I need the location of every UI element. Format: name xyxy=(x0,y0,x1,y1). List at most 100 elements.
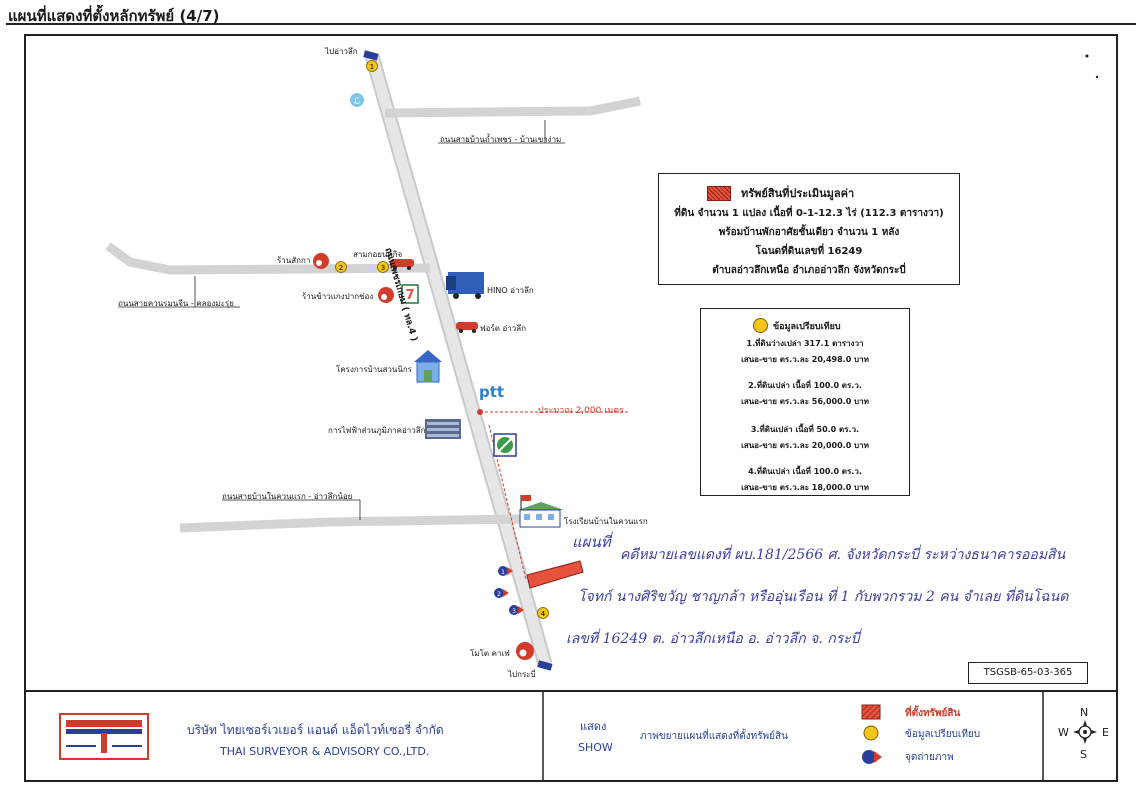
label-pea: การไฟฟ้าส่วนภูมิภาคอ่าวลึก xyxy=(328,426,426,435)
comparison-circle-icon xyxy=(753,318,768,333)
comparison-item-4-area: 4.ที่ดินเปล่า เนื้อที่ 100.0 ตร.ว. xyxy=(748,467,862,476)
tham-phet-road-line xyxy=(384,96,641,118)
label-school: โรงเรียนบ้านในควนแรก xyxy=(564,517,648,526)
svg-text:ℒ: ℒ xyxy=(354,97,360,107)
legend-photo-label: จุดถ่ายภาพ xyxy=(905,752,954,763)
page-title: แผนที่แสดงที่ตั้งหลักทรัพย์ (4/7) xyxy=(8,7,220,25)
khuan-rom-road-line xyxy=(105,242,431,275)
green-circle-icon xyxy=(493,433,517,457)
highway-road-edge xyxy=(366,54,551,666)
legend-title: ภาพขยายแผนที่แสดงที่ตั้งทรัพย์สิน xyxy=(640,731,788,742)
marker-4: 4 xyxy=(537,607,549,619)
corner-dot xyxy=(1095,75,1099,79)
photo-point-2: 2 xyxy=(494,588,509,598)
property-info-box: ทรัพย์สินที่ประเมินมูลค่า ที่ดิน จำนวน 1… xyxy=(658,173,960,285)
footer-panel xyxy=(24,692,1118,782)
company-name-th: บริษัท ไทยเซอร์เวเยอร์ แอนด์ แอ็ดไวท์เซอ… xyxy=(187,723,444,737)
corner-dot xyxy=(1085,54,1089,58)
svg-text:1: 1 xyxy=(370,63,374,71)
label-ford: ฟอร์ด อ่าวลึก xyxy=(480,324,527,333)
comparison-item-3-price: เสนอ-ขาย ตร.ว.ละ 20,000.0 บาท xyxy=(741,441,869,450)
marker-2: 2 xyxy=(335,261,347,273)
house-suan-nik-icon xyxy=(414,350,442,383)
reference-code: TSGSB-65-03-365 xyxy=(968,662,1088,684)
distance-point xyxy=(477,409,483,415)
moto-cafe-icon xyxy=(516,642,534,660)
label-khuan-rom-road: ถนนสายควนรมนจีน - คลองมะรุ่ย xyxy=(118,299,234,308)
comparison-info-box: ข้อมูลเปรียบเทียบ 1.ที่ดินว่างเปล่า 317.… xyxy=(700,308,910,496)
car-ford-icon xyxy=(456,322,478,333)
compass-n: N xyxy=(1080,706,1089,719)
handwriting-line1-heading: แผนที่ xyxy=(572,533,611,551)
label-khao-kaeng: ร้านข้าวแกงปากช่อง xyxy=(302,292,374,301)
marker-3: 3 xyxy=(377,261,389,273)
svg-text:3: 3 xyxy=(381,264,385,272)
svg-text:4: 4 xyxy=(541,610,546,618)
legend-comparison-icon xyxy=(863,725,879,741)
legend-comparison-label: ข้อมูลเปรียบเทียบ xyxy=(905,729,981,740)
water-drop-icon: ℒ xyxy=(350,93,364,107)
property-parcel xyxy=(526,560,584,589)
label-suan-nik: โครงการบ้านสวนนิกร xyxy=(336,365,412,374)
photo-point-1: 1 xyxy=(498,566,513,576)
svg-text:1: 1 xyxy=(501,569,505,576)
company-logo xyxy=(59,713,149,760)
handwriting-line3: เลขที่ 16249 ต. อ่าวลึกเหนือ อ. อ่าวลึก … xyxy=(566,631,860,647)
property-line1: ที่ดิน จำนวน 1 แปลง เนื้อที่ 0-1-12.3 ไร… xyxy=(674,208,944,219)
compass-e: E xyxy=(1102,726,1109,739)
compass-w: W xyxy=(1058,726,1069,739)
pea-building-icon xyxy=(425,419,461,439)
legend-property-label: ที่ตั้งทรัพย์สิน xyxy=(905,708,961,719)
shop-sakka-icon xyxy=(313,253,329,269)
label-nai-khuan-road: ถนนสายบ้านในควนแรก - อ่าวลึกน้อย xyxy=(222,492,353,501)
nai-khuan-road-line xyxy=(179,514,521,533)
label-sak-ka: ร้านสักกา xyxy=(277,256,311,265)
school-icon xyxy=(518,495,564,528)
property-line2: พร้อมบ้านพักอาศัยชั้นเดียว จำนวน 1 หลัง xyxy=(718,227,900,238)
property-hatch-icon xyxy=(707,186,731,201)
seven-eleven-icon: 7 xyxy=(401,284,419,304)
north-end-cap xyxy=(363,50,379,61)
svg-text:2: 2 xyxy=(497,591,501,598)
title-underline xyxy=(6,23,1136,25)
compass-rose-icon xyxy=(1073,720,1097,744)
property-line4: ตำบลอ่าวลึกเหนือ อำเภออ่าวลึก จังหวัดกระ… xyxy=(712,265,906,276)
handwriting-line1: คดีหมายเลขแดงที่ ผบ.181/2566 ศ. จังหวัดก… xyxy=(620,547,1066,563)
label-tham-phet-road: ถนนสายบ้านถ้ำเพชร - บ้านเขาง่าม xyxy=(440,135,562,144)
comparison-item-4-price: เสนอ-ขาย ตร.ว.ละ 18,000.0 บาท xyxy=(741,483,869,492)
label-moto-cafe: โมโต คาเฟ่ xyxy=(470,649,510,658)
marker-1: 1 xyxy=(366,60,378,72)
label-to-krabi: ไปกระบี่ xyxy=(508,670,536,679)
map-frame xyxy=(24,34,1118,692)
car-samkok-icon xyxy=(390,259,414,270)
handwriting-line2: โจทก์ นางศิริขวัญ ชาญกล้า หรืออุ่นเรือน … xyxy=(578,589,1069,605)
svg-text:7: 7 xyxy=(405,288,414,303)
show-label-en: SHOW xyxy=(578,741,613,754)
photo-point-3: 3 xyxy=(509,605,524,615)
show-label-th: แสดง xyxy=(580,720,607,733)
property-heading: ทรัพย์สินที่ประเมินมูลค่า xyxy=(741,187,855,200)
comparison-item-1-area: 1.ที่ดินว่างเปล่า 317.1 ตารางวา xyxy=(746,339,864,348)
ptt-icon: ptt xyxy=(479,383,504,401)
comparison-heading: ข้อมูลเปรียบเทียบ xyxy=(773,322,841,332)
comparison-item-2-area: 2.ที่ดินเปล่า เนื้อที่ 100.0 ตร.ว. xyxy=(748,381,862,390)
label-sam-kok: สามกอยนต์กิจ xyxy=(353,250,403,259)
svg-text:2: 2 xyxy=(339,264,343,272)
company-name-en: THAI SURVEYOR & ADVISORY CO.,LTD. xyxy=(220,745,430,758)
comparison-item-1-price: เสนอ-ขาย ตร.ว.ละ 20,498.0 บาท xyxy=(741,355,869,364)
shop-khaokaeng-icon xyxy=(378,287,394,303)
label-hino: HINO อ่าวลึก xyxy=(487,286,534,295)
label-to-ao-luek: ไปอ่าวลึก xyxy=(325,47,358,56)
compass-s: S xyxy=(1080,748,1087,761)
legend-property-icon xyxy=(861,704,881,720)
comparison-item-3-area: 3.ที่ดินเปล่า เนื้อที่ 50.0 ตร.ว. xyxy=(750,425,860,434)
svg-text:ptt: ptt xyxy=(479,383,504,401)
comparison-item-2-price: เสนอ-ขาย ตร.ว.ละ 56,000.0 บาท xyxy=(741,397,869,406)
hino-truck-icon xyxy=(446,272,484,299)
svg-text:3: 3 xyxy=(512,608,516,615)
legend-photo-icon xyxy=(862,750,882,764)
south-end-cap xyxy=(537,660,553,671)
distance-label: ประมาณ 2,000 เมตร xyxy=(538,406,624,416)
property-line3: โฉนดที่ดินเลขที่ 16249 xyxy=(755,246,863,257)
